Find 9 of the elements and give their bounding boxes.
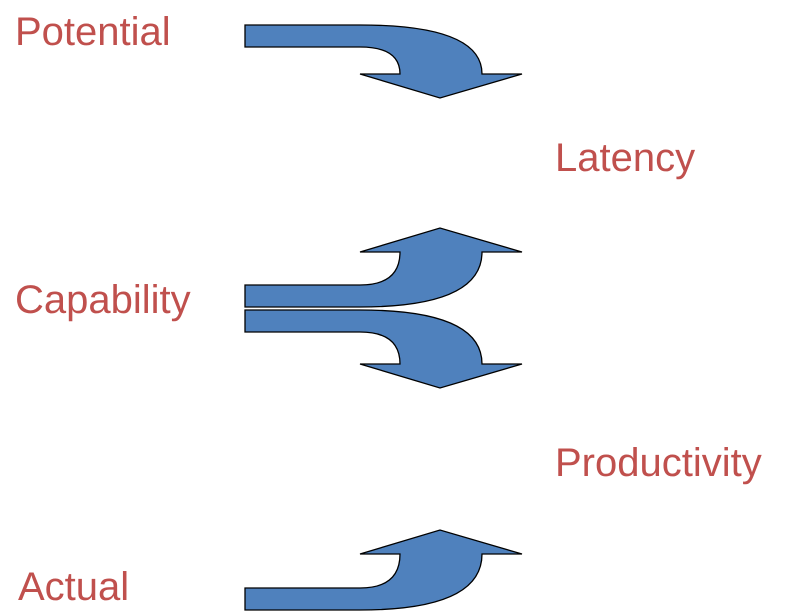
- node-label: Potential: [15, 10, 171, 54]
- node-label: Latency: [555, 136, 696, 180]
- curved-block-arrow: [244, 24, 523, 99]
- node-label: Productivity: [555, 441, 762, 485]
- node-label: Actual: [18, 565, 130, 609]
- curved-block-arrow: [244, 529, 523, 611]
- curved-block-arrow: [244, 309, 523, 389]
- node-label: Capability: [15, 278, 191, 322]
- curved-block-arrow: [244, 227, 523, 308]
